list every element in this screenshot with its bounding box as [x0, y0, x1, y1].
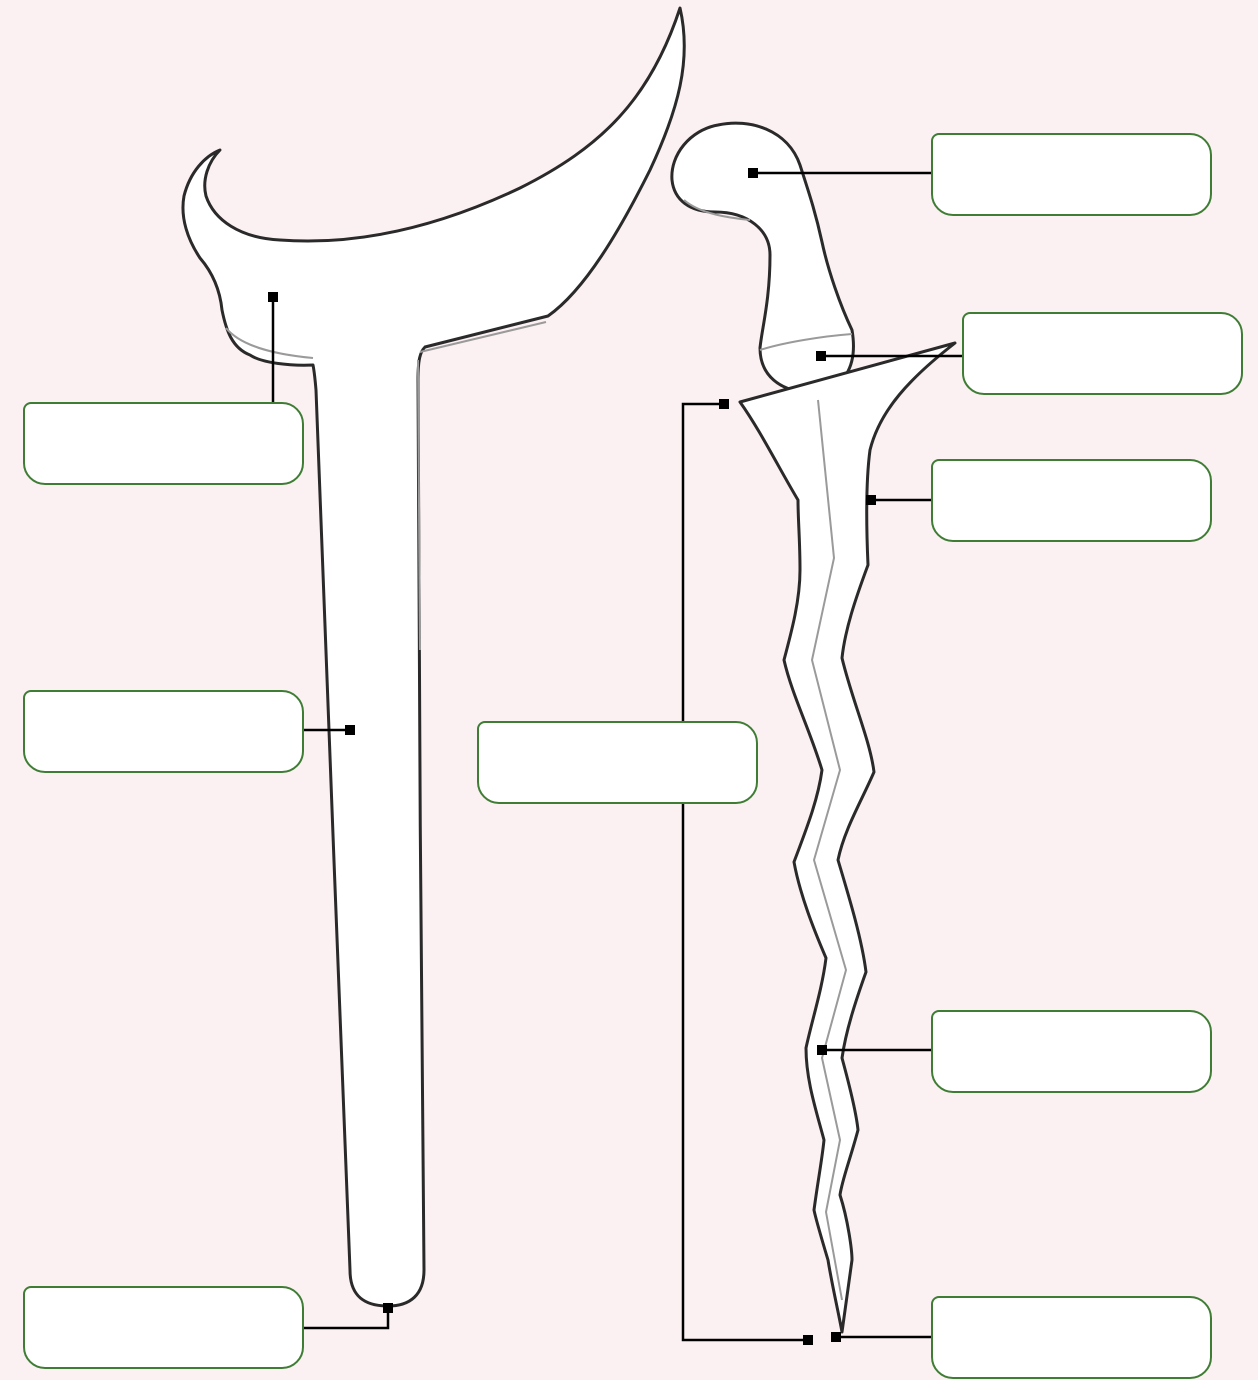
label-box-blade[interactable] — [931, 1010, 1212, 1093]
label-box-blade-point[interactable] — [931, 1296, 1212, 1379]
marker-guard — [866, 495, 876, 505]
marker-hilt — [748, 168, 758, 178]
label-box-sheath-body[interactable] — [23, 690, 304, 773]
label-box-sheath-top[interactable] — [23, 402, 304, 485]
marker-blade — [817, 1045, 827, 1055]
label-box-blade-length[interactable] — [477, 721, 758, 804]
marker-blade-length-bottom — [803, 1335, 813, 1345]
marker-sheath-top — [268, 292, 278, 302]
label-box-hilt[interactable] — [931, 133, 1212, 216]
marker-sheath-body — [345, 725, 355, 735]
marker-blade-point — [831, 1332, 841, 1342]
marker-hilt-ring — [816, 351, 826, 361]
label-box-sheath-tip[interactable] — [23, 1286, 304, 1369]
marker-blade-length-top — [719, 399, 729, 409]
label-box-hilt-ring[interactable] — [962, 312, 1243, 395]
marker-sheath-tip — [383, 1303, 393, 1313]
label-box-guard[interactable] — [931, 459, 1212, 542]
